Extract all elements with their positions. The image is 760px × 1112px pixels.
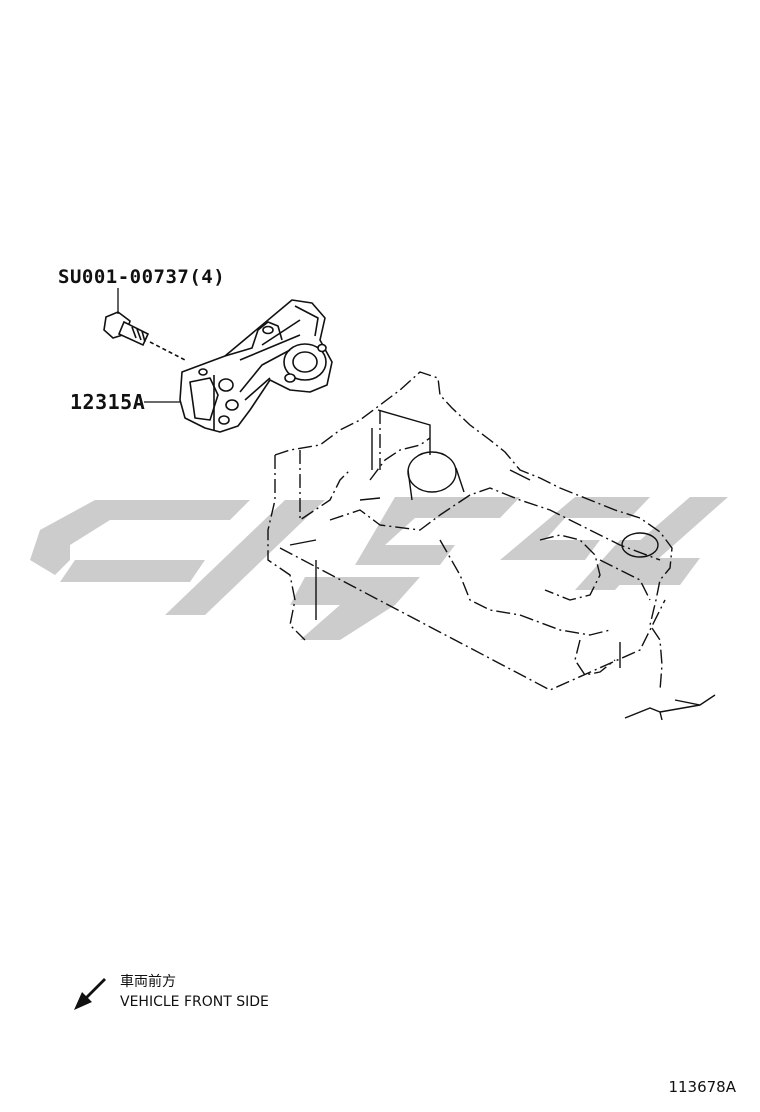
leader-lines (117, 288, 182, 403)
engine-outline-drawing (267, 371, 673, 691)
watermark-logo (30, 497, 728, 640)
mounting-bracket-drawing (179, 299, 333, 433)
legend-text: 車両前方 VEHICLE FRONT SIDE (120, 972, 269, 1012)
bolt-drawing (103, 311, 186, 361)
legend-line-japanese: 車両前方 (120, 974, 176, 990)
arrow-down-left-icon (74, 978, 106, 1010)
bolt-part-label: SU001-00737(4) (58, 266, 226, 288)
bracket-part-label: 12315A (70, 390, 146, 414)
legend-line-english: VEHICLE FRONT SIDE (120, 994, 269, 1010)
reference-code: 113678A (668, 1078, 736, 1096)
engine-solid-lines (289, 409, 716, 721)
